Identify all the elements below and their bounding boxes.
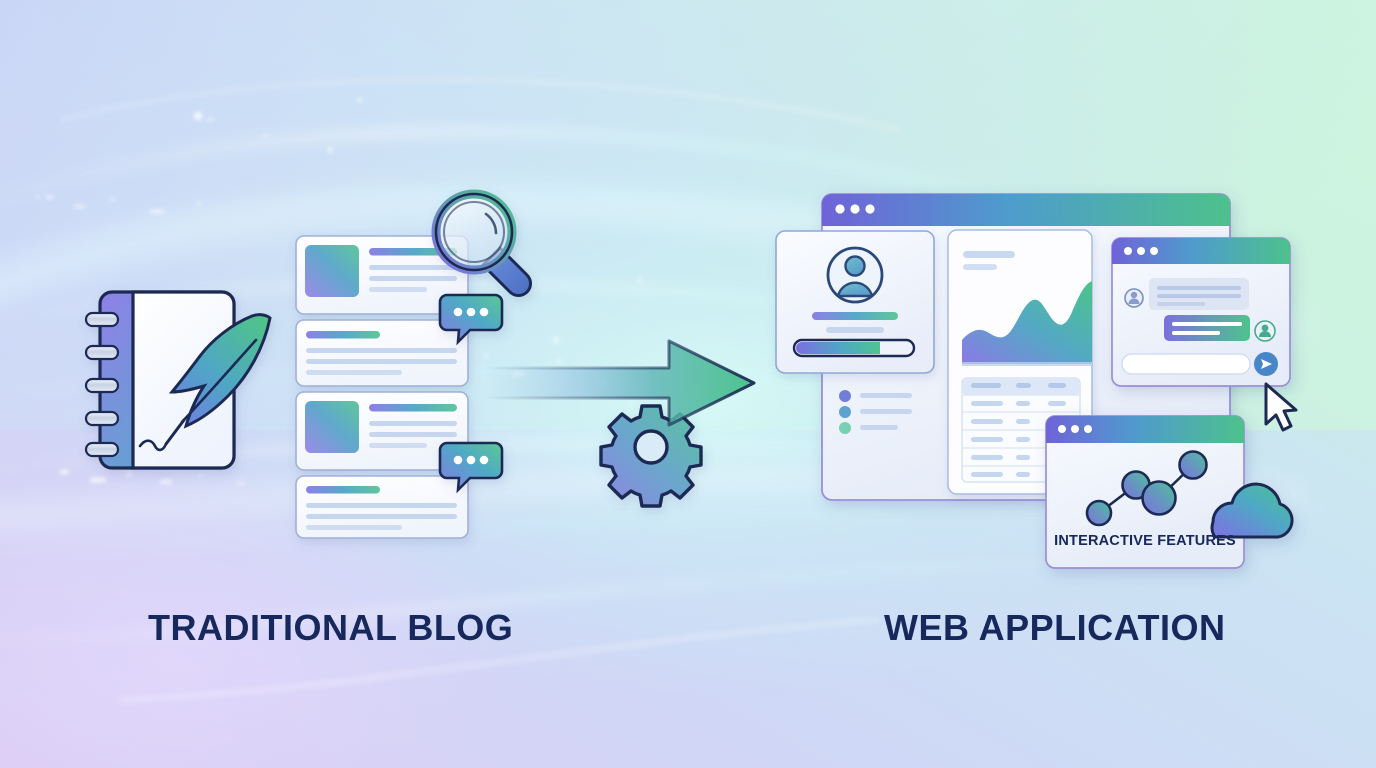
- network-node-chart: [1085, 450, 1208, 527]
- comment-bubble[interactable]: [438, 293, 504, 346]
- user-avatar-icon: [826, 246, 884, 304]
- window-titlebar: [1112, 238, 1290, 264]
- caption-web-application: WEB APPLICATION: [884, 607, 1226, 648]
- profile-subtitle-bar: [826, 327, 884, 333]
- interactive-features-label: INTERACTIVE FEATURES: [1054, 533, 1236, 549]
- magnifying-glass-icon[interactable]: [431, 189, 532, 297]
- table-row[interactable]: [971, 472, 1030, 477]
- interactive-features-window[interactable]: [1045, 415, 1294, 569]
- progress-bar: [792, 338, 916, 358]
- mouse-cursor-pointer: [1264, 382, 1298, 432]
- chat-message-outgoing: [1164, 315, 1276, 342]
- table-row[interactable]: [971, 401, 1066, 406]
- chat-window[interactable]: [1111, 237, 1291, 387]
- article-card[interactable]: [295, 235, 469, 315]
- area-chart: [962, 281, 1092, 366]
- article-thumbnail: [305, 401, 359, 453]
- article-card-list[interactable]: [295, 235, 469, 539]
- notebook-with-quill: [84, 290, 272, 470]
- list-bullet: [839, 406, 851, 418]
- send-icon: [1261, 359, 1272, 369]
- article-card[interactable]: [295, 319, 469, 387]
- notebook-rings: [84, 311, 120, 458]
- gear-icon[interactable]: [599, 404, 703, 508]
- profile-name-bar: [812, 312, 898, 320]
- window-dots[interactable]: [835, 204, 875, 214]
- article-thumbnail: [305, 245, 359, 297]
- transformation-arrow: [484, 339, 756, 427]
- chart-node: [1141, 480, 1177, 516]
- feature-list[interactable]: [839, 390, 912, 434]
- user-profile-card[interactable]: [775, 230, 935, 374]
- chart-node: [1085, 499, 1113, 527]
- article-title-bar: [369, 404, 457, 412]
- article-title-bar: [306, 331, 380, 339]
- chat-input-row[interactable]: [1121, 352, 1278, 376]
- article-card[interactable]: [295, 391, 469, 471]
- chat-message-incoming: [1124, 278, 1249, 310]
- chat-input-field[interactable]: [1121, 353, 1251, 375]
- comment-bubble[interactable]: [438, 441, 504, 494]
- list-bullet: [839, 422, 851, 434]
- list-bullet: [839, 390, 851, 402]
- window-dots[interactable]: [1124, 247, 1158, 255]
- window-dots[interactable]: [1058, 425, 1092, 433]
- article-card[interactable]: [295, 475, 469, 539]
- table-row[interactable]: [971, 455, 1030, 460]
- window-titlebar: [1046, 416, 1244, 443]
- article-title-bar: [369, 248, 457, 256]
- caption-traditional-blog: TRADITIONAL BLOG: [148, 607, 514, 648]
- window-titlebar: [822, 194, 1230, 226]
- chart-node: [1178, 450, 1208, 480]
- article-title-bar: [306, 486, 380, 494]
- cloud-icon: [1210, 482, 1294, 539]
- quill-pen-icon: [138, 313, 272, 452]
